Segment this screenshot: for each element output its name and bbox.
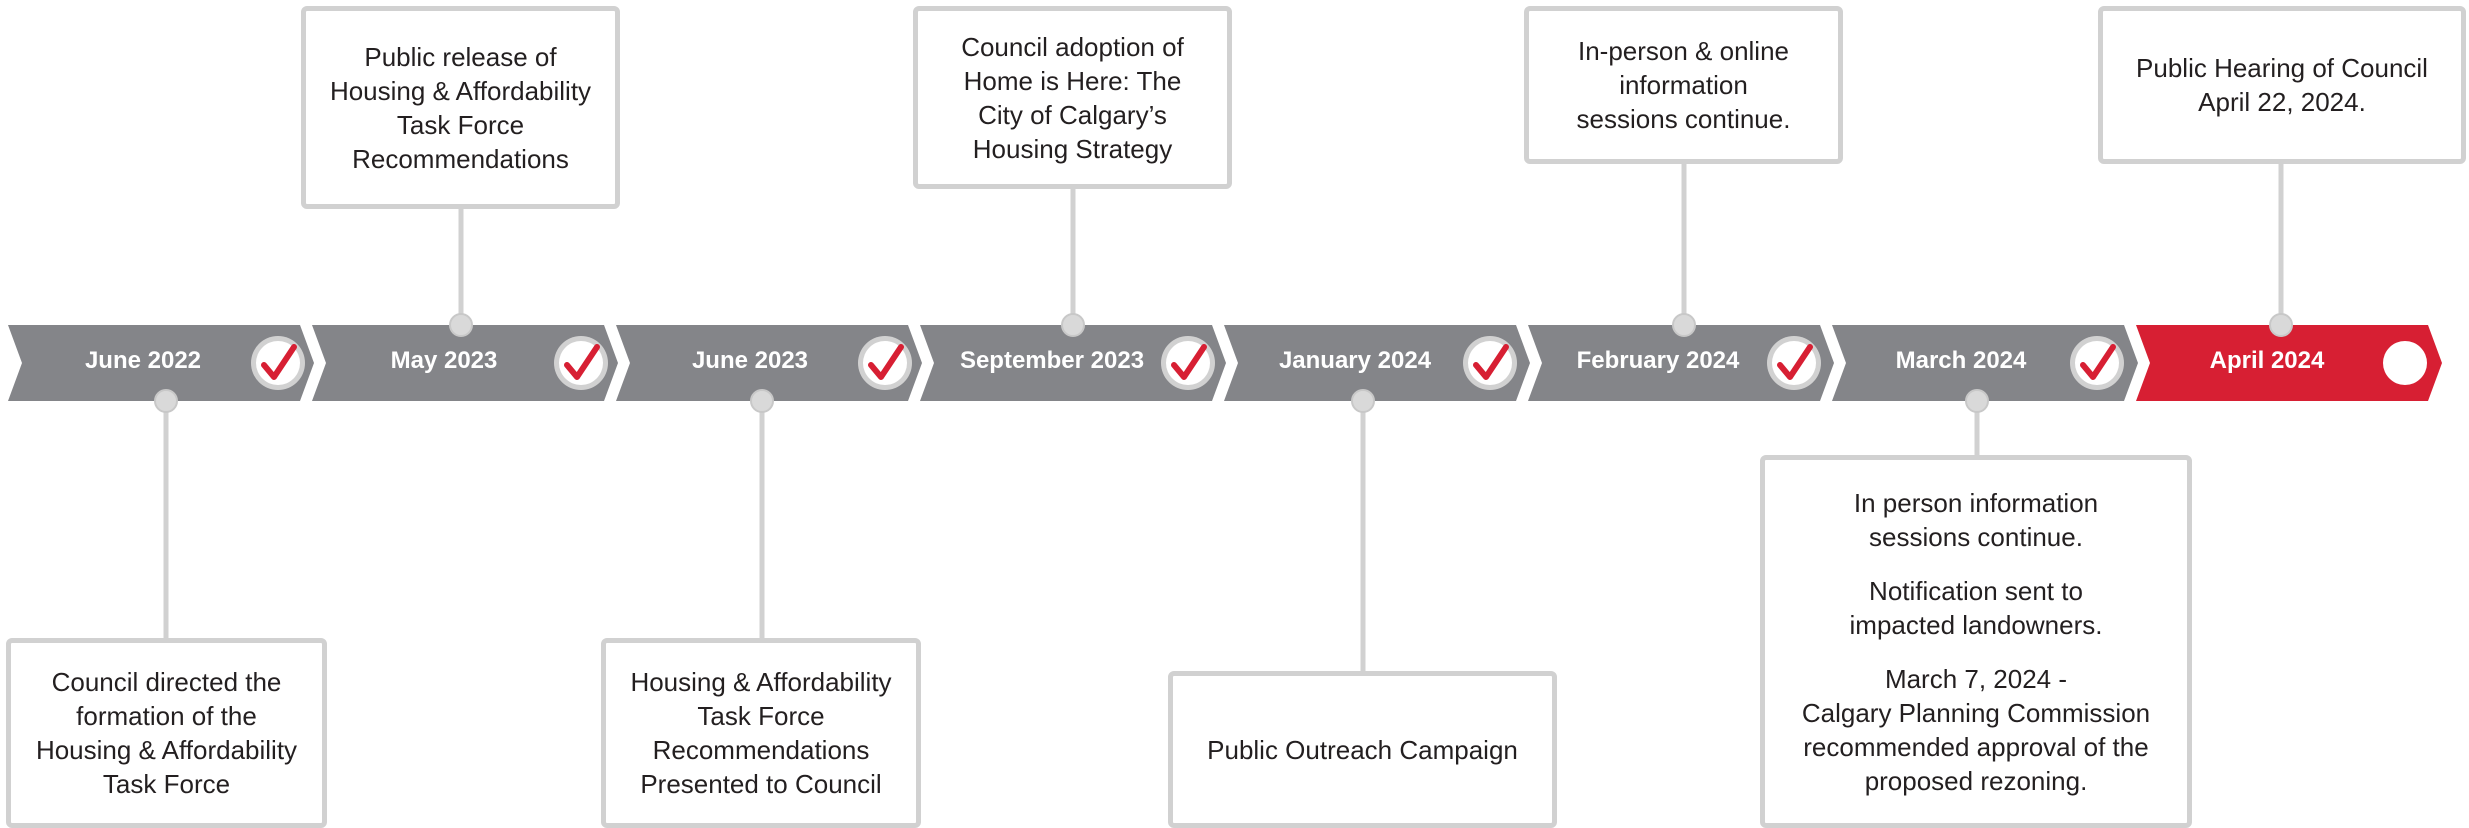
event-box: Council adoption of Home is Here: The Ci… (913, 6, 1232, 189)
connector-dot (1672, 313, 1696, 337)
timeline-segment (2136, 325, 2442, 401)
segment-date-label: March 2024 (1895, 347, 2027, 374)
event-description: Public Hearing of Council April 22, 2024… (2136, 53, 2428, 117)
event-description: In person information sessions continue. (1853, 487, 2099, 552)
event-box: Council directed the formation of the Ho… (6, 638, 327, 828)
segment-date-label: February 2024 (1576, 347, 1740, 374)
checkmark-icon (1473, 344, 1509, 380)
connector-dot (1061, 313, 1085, 337)
event-description: Public release of Housing & Affordabilit… (329, 41, 592, 174)
event-box: In-person & online information sessions … (1524, 6, 1843, 164)
timeline-segment (1528, 325, 1834, 401)
checkmark-icon (1171, 344, 1207, 380)
timeline-segment (616, 325, 922, 401)
timeline-segment (8, 325, 314, 401)
checkmark-icon (2080, 344, 2116, 380)
connector-dot (154, 389, 178, 413)
timeline-segment (920, 325, 1226, 401)
connector-dot (1351, 389, 1375, 413)
event-description: Housing & Affordability Task Force Recom… (630, 667, 892, 799)
connector-dot (449, 313, 473, 337)
segment-date-label: April 2024 (2209, 347, 2325, 374)
event-box: Public Outreach Campaign (1168, 671, 1557, 828)
connector-dot (2269, 313, 2293, 337)
segment-date-label: January 2024 (1278, 347, 1432, 374)
segment-date-label: June 2022 (84, 347, 202, 374)
event-description: Public Outreach Campaign (1207, 734, 1518, 765)
event-description: In-person & online information sessions … (1576, 36, 1791, 134)
event-box: Housing & Affordability Task Force Recom… (601, 638, 921, 828)
status-icons (251, 336, 2427, 390)
checkmark-icon (868, 344, 904, 380)
segment-date-label: June 2023 (691, 347, 809, 374)
checkmark-icon (1777, 344, 1813, 380)
event-description: Notification sent to impacted landowners… (1849, 575, 2103, 640)
event-box: In person information sessions continue.… (1760, 455, 2192, 828)
checkmark-icon (261, 344, 297, 380)
timeline-segment (1224, 325, 1530, 401)
event-box: Public Hearing of Council April 22, 2024… (2098, 6, 2466, 164)
checkmark-icon (564, 344, 600, 380)
event-description: Council directed the formation of the Ho… (35, 667, 298, 799)
connector-dots (154, 313, 2293, 413)
segment-date-label: September 2023 (959, 347, 1145, 374)
event-description: March 7, 2024 - Calgary Planning Commiss… (1801, 663, 2151, 796)
connector-lines (163, 164, 2284, 671)
event-box: Public release of Housing & Affordabilit… (301, 6, 620, 209)
timeline-bar (8, 325, 2442, 401)
timeline-segment (312, 325, 618, 401)
connector-dot (750, 389, 774, 413)
circle-icon (2383, 341, 2427, 385)
event-description: Council adoption of Home is Here: The Ci… (961, 31, 1184, 164)
timeline-segment (1832, 325, 2138, 401)
segment-date-label: May 2023 (390, 347, 498, 374)
connector-dot (1965, 389, 1989, 413)
